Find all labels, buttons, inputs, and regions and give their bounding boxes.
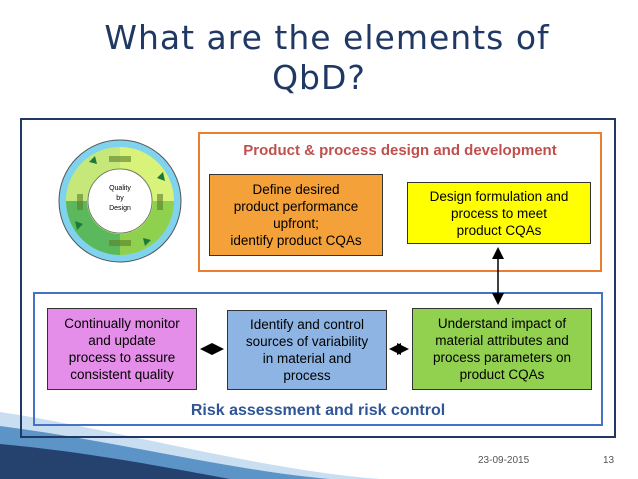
box-text-line: process to meet [450,205,548,221]
cycle-center-line-2: by [116,195,124,202]
design-formulation-box: Design formulation and process to meet p… [407,182,591,244]
box-text-line: sources of variability [245,334,369,349]
title-line-2: QbD? [272,58,366,97]
decorative-swoosh [0,412,380,479]
design-development-title: Product & process design and development [243,142,557,159]
cycle-center-line-1: Quality [109,185,131,192]
box-text-line: process parameters on [432,350,572,365]
box-text-line: Define desired [252,182,340,197]
footer-date: 23-09-2015 [478,455,530,466]
identify-control-box: Identify and control sources of variabil… [227,310,387,390]
continually-monitor-box: Continually monitor and update process t… [47,308,197,390]
box-text-line: Identify and control [249,317,365,332]
box-text-line: consistent quality [70,367,174,382]
box-text-line: Design formulation and [429,188,569,204]
box-text-line: product CQAs [459,367,545,382]
page-number: 13 [603,455,615,466]
cycle-center-line-3: Design [109,205,131,212]
risk-assessment-title: Risk assessment and risk control [190,402,446,419]
box-text-line: product CQAs [456,222,542,238]
box-text-line: process to assure [68,350,176,365]
diagram-frame [20,118,616,438]
box-text-line: Understand impact of [437,316,567,331]
qbd-cycle-logo: Quality by Design [58,139,182,263]
box-text-line: material attributes and [435,333,569,348]
title-line-1: What are the elements of [104,18,550,57]
box-text-line: identify product CQAs [230,233,362,248]
box-text-line: upfront; [273,216,319,231]
risk-assessment-frame [33,292,603,426]
page-title: What are the elements of QbD? [0,18,638,98]
box-text-line: and update [88,333,156,348]
box-text-line: process [283,368,331,383]
understand-impact-box: Understand impact of material attributes… [412,308,592,390]
design-development-frame [198,132,602,272]
box-text-line: Continually monitor [64,316,180,331]
box-text-line: in material and [262,351,352,366]
define-performance-box: Define desired product performance upfro… [209,174,383,256]
box-text-line: product performance [233,199,359,214]
